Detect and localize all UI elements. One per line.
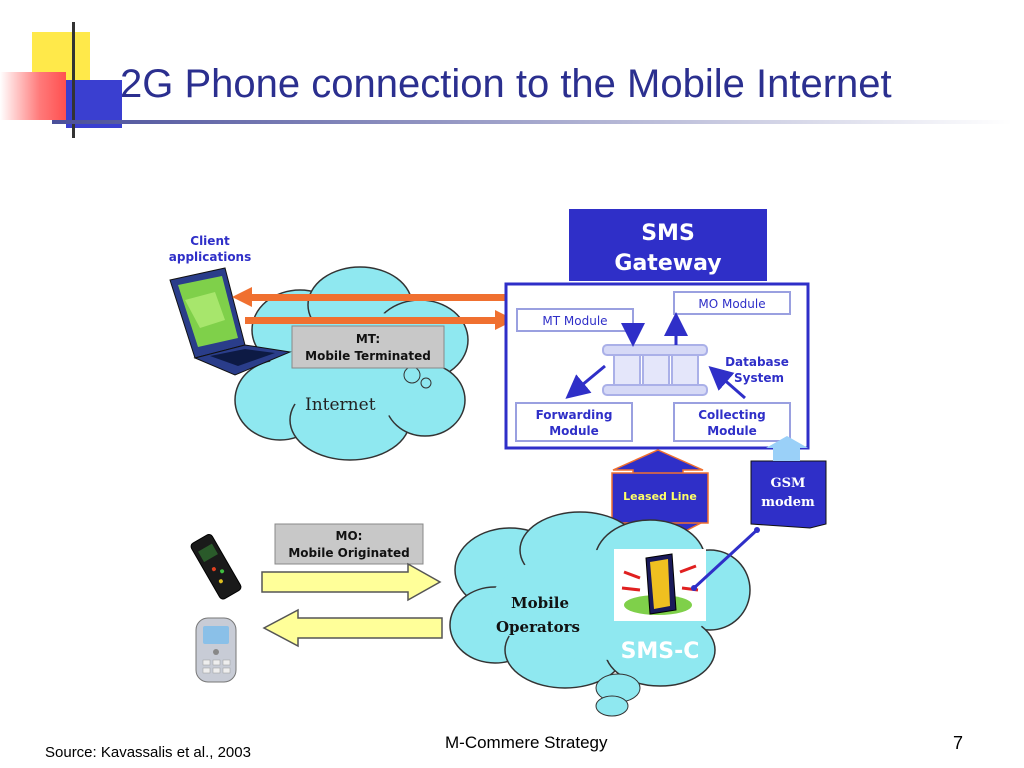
orange-arrow-to-laptop (232, 287, 674, 307)
mo-label-line-1: MO: (336, 529, 363, 543)
mo-label-box (274, 523, 424, 565)
internet-cloud-puff (403, 366, 421, 384)
arrow-collecting-to-db (708, 366, 746, 400)
internet-label: Internet (305, 395, 376, 415)
database-icon (602, 344, 708, 396)
collecting-module-box (673, 402, 791, 442)
source-citation: Source: Kavassalis et al., 2003 (45, 744, 251, 761)
mobile-operators-line-2: Operators (496, 618, 580, 636)
footer-title: M-Commere Strategy (445, 733, 608, 752)
slide-title: 2G Phone connection to the Mobile Intern… (120, 62, 892, 106)
title-underline (52, 120, 1012, 124)
laptop-icon (169, 267, 292, 376)
gsm-modem-line-2: modem (761, 495, 815, 510)
mobile-phone-icon (190, 533, 242, 600)
collecting-module-line-2: Module (707, 424, 757, 438)
gsm-to-collecting-arrow (766, 436, 808, 461)
internet-cloud-puff (420, 377, 432, 389)
mt-label-line-1: MT: (356, 332, 380, 346)
database-system-line-1: Database (725, 355, 789, 369)
gsm-modem-icon (750, 460, 827, 529)
mobile-phone-icon (186, 607, 246, 693)
forwarding-module-line-2: Module (549, 424, 599, 438)
mobile-cloud-puff (595, 695, 629, 717)
sms-gateway-title-line-2: Gateway (614, 251, 721, 276)
corner-red-fade (0, 72, 66, 120)
forwarding-module-box (515, 402, 633, 442)
server-gsm-link-end (691, 585, 697, 591)
mo-label-line-2: Mobile Originated (288, 546, 409, 560)
client-applications-label-2: applications (169, 250, 252, 264)
server-gsm-link-end (754, 527, 760, 533)
forwarding-module-line-1: Forwarding (536, 408, 613, 422)
leased-line-label: Leased Line (623, 490, 697, 503)
yellow-arrow-to-phones (262, 608, 443, 648)
server-icon (621, 553, 699, 615)
mt-module-box (516, 308, 634, 332)
yellow-arrow-to-operators (261, 562, 442, 602)
database-system-line-2: System (734, 371, 784, 385)
server-gsm-link (692, 528, 759, 590)
sms-gateway-header (569, 209, 767, 281)
mt-module-label: MT Module (542, 314, 607, 328)
mo-module-box (673, 291, 791, 315)
mobile-operators-line-1: Mobile (511, 594, 569, 612)
mt-label-line-2: Mobile Terminated (305, 349, 431, 363)
mo-module-label: MO Module (698, 297, 765, 311)
arrow-db-to-forwarding (565, 364, 606, 399)
mt-label-box (291, 325, 445, 369)
gsm-modem-line-1: GSM (771, 476, 806, 491)
sms-gateway-title-line-1: SMS (641, 221, 695, 246)
corner-decoration (0, 22, 1012, 138)
page-number: 7 (953, 733, 964, 753)
client-applications-label-1: Client (190, 234, 230, 248)
corner-vertical-line (72, 22, 75, 138)
leased-line-box (611, 472, 709, 524)
sms-c-label: SMS-C (621, 639, 700, 664)
collecting-module-line-1: Collecting (698, 408, 766, 422)
